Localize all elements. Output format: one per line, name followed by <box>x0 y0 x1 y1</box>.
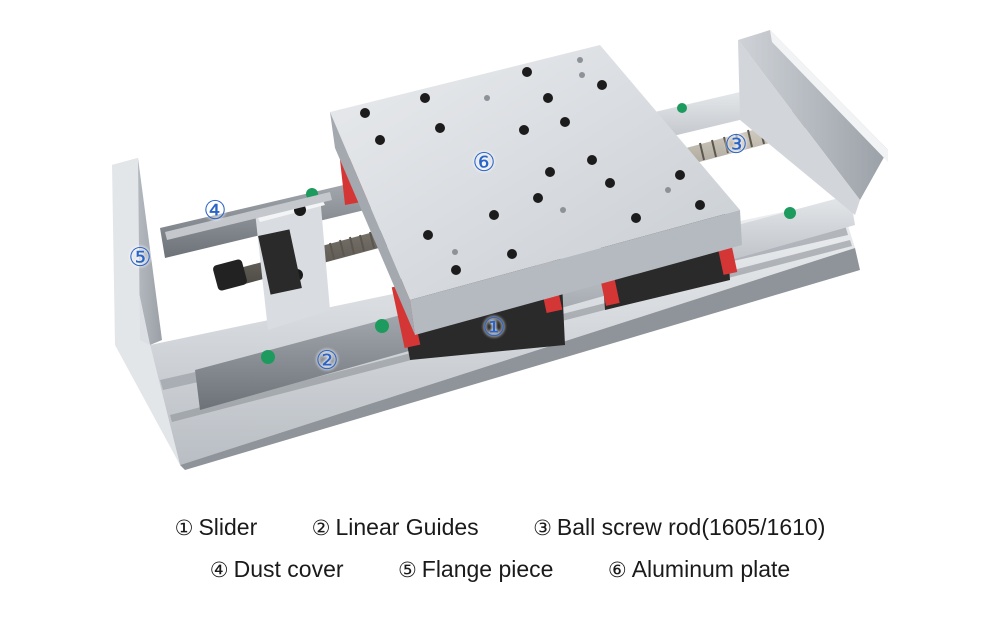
callout-flange-piece: ⑤ <box>128 243 152 273</box>
product-photo: ⑥ ③ ④ ⑤ ① ② <box>112 30 888 470</box>
legend-number: ⑤ <box>397 558 417 582</box>
dust-cover <box>165 192 332 240</box>
linear-stage-illustration <box>112 30 888 470</box>
legend-label: Flange piece <box>421 556 554 582</box>
callout-slider: ① <box>482 313 506 343</box>
callout-ball-screw-rod: ③ <box>724 130 748 160</box>
flange-piece <box>112 158 180 465</box>
callout-linear-guides: ② <box>315 346 339 376</box>
right-end-plate <box>738 30 888 215</box>
callout-aluminum-plate: ⑥ <box>472 148 496 178</box>
callout-dust-cover: ④ <box>203 196 227 226</box>
legend-number: ① <box>174 516 194 540</box>
legend-label: Linear Guides <box>335 514 479 540</box>
legend-label: Ball screw rod(1605/1610) <box>556 514 826 540</box>
legend-label: Dust cover <box>233 556 344 582</box>
legend-label: Slider <box>198 514 258 540</box>
legend-number: ② <box>311 516 331 540</box>
legend-number: ③ <box>533 516 552 540</box>
aluminum-plate <box>330 45 742 335</box>
legend-label: Aluminum plate <box>631 556 791 582</box>
legend-number: ⑥ <box>607 558 627 582</box>
legend-number: ④ <box>209 558 229 582</box>
